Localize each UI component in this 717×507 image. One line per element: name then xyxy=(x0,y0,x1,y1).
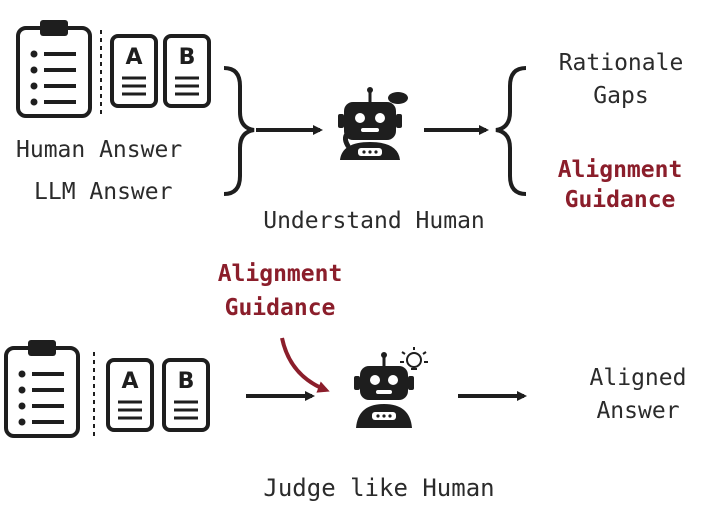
answer-card-b-icon: B xyxy=(163,34,211,108)
clipboard-icon xyxy=(16,20,92,118)
answer-card-a-icon: A xyxy=(110,34,158,108)
curly-brace-icon xyxy=(223,66,255,196)
card-b-letter: B xyxy=(179,45,196,70)
llm-answer-label: LLM Answer xyxy=(34,179,173,205)
robot-thinking-icon xyxy=(338,87,408,160)
top-alignment-label: Alignment xyxy=(557,157,683,183)
aligned-label: Aligned xyxy=(589,365,687,391)
curly-brace-icon xyxy=(495,66,527,196)
answer-card-b-icon: B xyxy=(162,358,210,432)
answer-label: Answer xyxy=(596,398,680,424)
card-a-letter: A xyxy=(125,45,142,70)
human-answer-label: Human Answer xyxy=(16,137,183,163)
judge-like-human-caption: Judge like Human xyxy=(263,474,495,502)
bottom-guidance-label: Guidance xyxy=(224,295,336,321)
card-a-letter: A xyxy=(121,369,138,394)
gaps-label: Gaps xyxy=(593,83,649,109)
guidance-arrow-icon xyxy=(280,337,330,393)
understand-human-caption: Understand Human xyxy=(263,208,485,234)
clipboard-icon xyxy=(4,340,80,438)
robot-idea-icon xyxy=(354,347,428,428)
bottom-alignment-label: Alignment xyxy=(217,261,343,287)
top-guidance-label: Guidance xyxy=(564,187,676,213)
rationale-label: Rationale xyxy=(558,50,684,76)
answer-card-a-icon: A xyxy=(106,358,154,432)
card-b-letter: B xyxy=(178,369,195,394)
